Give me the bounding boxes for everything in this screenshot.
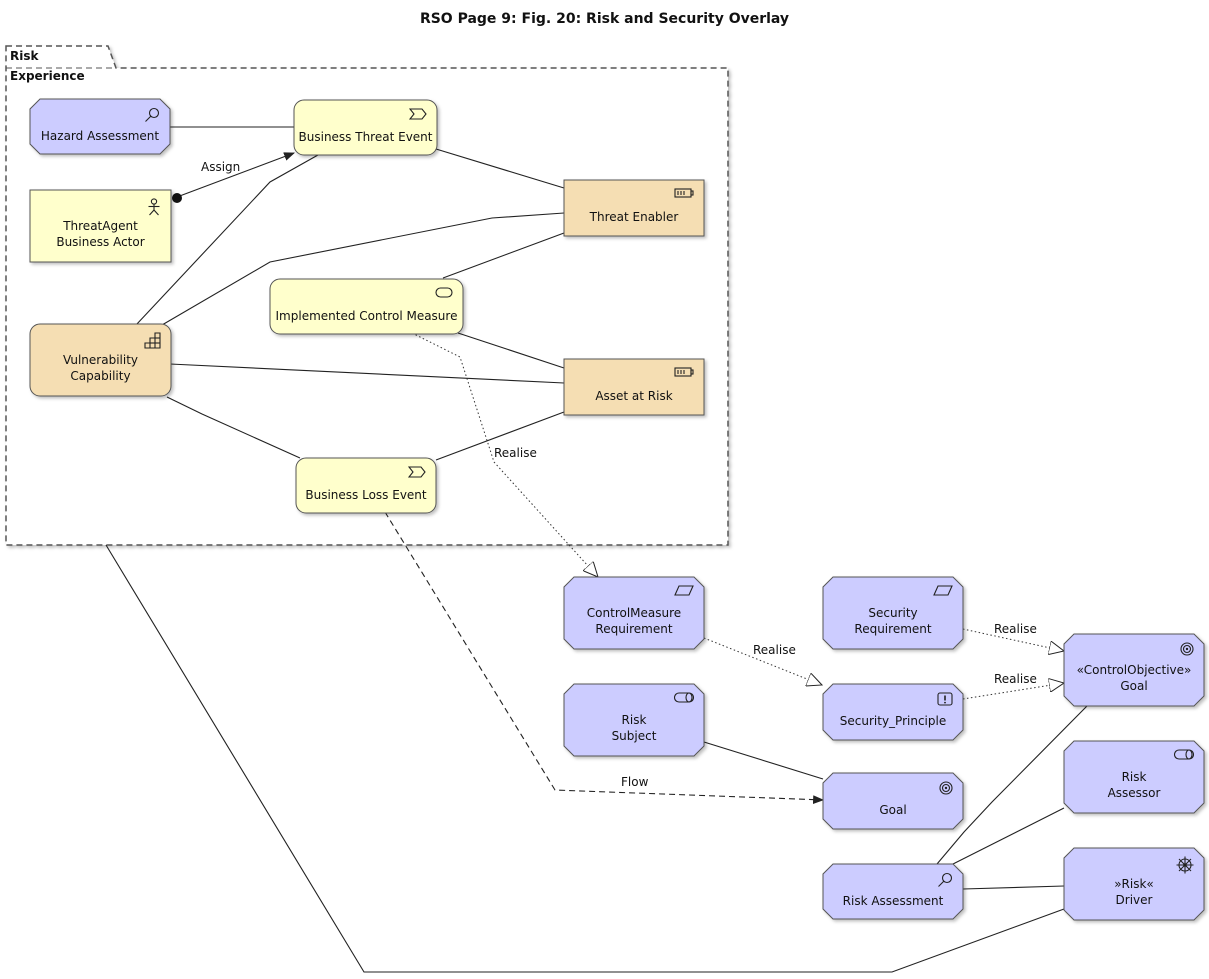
node-asset-at-risk[interactable]: Asset at Risk (564, 359, 704, 415)
edge-assessment-assessor (952, 807, 1065, 865)
edge-label-realise: Realise (494, 446, 537, 460)
node-label: Security Requirement (854, 606, 932, 636)
node-control-objective-goal[interactable]: «ControlObjective» Goal (1064, 634, 1204, 706)
actor-icon (147, 198, 161, 219)
node-label: Security_Principle (839, 714, 947, 728)
edge-realise-secreq (962, 628, 1064, 651)
node-goal-shape (822, 772, 964, 830)
role-icon (1173, 749, 1195, 763)
edge-realise-principle (703, 637, 822, 685)
node-risk-subject-shape (563, 683, 705, 757)
node-label: ThreatAgent Business Actor (56, 219, 145, 249)
principle-icon (937, 692, 953, 709)
edge-package-driver (105, 544, 1065, 973)
node-implemented-control-measure-shape (269, 278, 464, 335)
requirement-icon (933, 585, 953, 599)
node-goal[interactable]: Goal (823, 773, 963, 829)
magnifier-icon (937, 872, 953, 891)
capability-icon (144, 332, 161, 352)
association-lines (105, 126, 1088, 973)
event-icon (408, 108, 427, 123)
node-risk-assessor[interactable]: Risk Assessor (1064, 741, 1204, 813)
node-label: Implemented Control Measure (275, 308, 458, 323)
service-icon (435, 287, 453, 301)
node-label: «ControlObjective» Goal (1076, 663, 1192, 693)
edge-threat-enabler (435, 148, 565, 189)
node-label: Asset at Risk (595, 389, 673, 403)
node-label: Business Threat Event (298, 129, 433, 144)
node-label: Risk Subject (611, 713, 657, 743)
magnifier-icon (144, 107, 160, 126)
node-threat-agent-shape (29, 189, 172, 263)
node-risk-assessment-shape (822, 863, 964, 920)
node-label: Goal (879, 803, 907, 817)
edge-label-realise: Realise (994, 672, 1037, 686)
package-name-label: Risk Experience (10, 49, 85, 83)
node-label: Hazard Assessment (40, 128, 160, 143)
node-security-principle[interactable]: Security_Principle (823, 684, 963, 740)
driver-icon (1176, 856, 1194, 877)
edge-label-flow: Flow (621, 775, 649, 789)
node-risk-assessment[interactable]: Risk Assessment (823, 864, 963, 919)
edge-realise-control (411, 332, 598, 577)
node-security-principle-shape (822, 683, 964, 741)
edge-vuln-asset (169, 363, 565, 384)
realise-lines (411, 332, 1064, 700)
node-label: Risk Assessment (842, 893, 944, 908)
role-icon (673, 692, 695, 706)
diagram-title: RSO Page 9: Fig. 20: Risk and Security O… (419, 11, 790, 27)
node-security-requirement-shape (822, 576, 964, 650)
edge-label-assign: Assign (201, 160, 241, 174)
node-business-loss-event[interactable]: Business Loss Event (296, 458, 436, 513)
node-risk-subject[interactable]: Risk Subject (564, 684, 704, 756)
node-business-threat-event-shape (293, 99, 438, 156)
node-label: Vulnerability Capability (62, 353, 139, 383)
resource-icon (674, 367, 694, 380)
edge-control-enabler (442, 232, 565, 279)
event-icon (407, 466, 426, 481)
resource-icon (674, 188, 694, 201)
edge-label-realise: Realise (994, 622, 1037, 636)
edge-assign (172, 152, 296, 203)
node-label: Risk Assessor (1107, 770, 1161, 800)
edge-flow (384, 511, 825, 805)
node-controlmeasure-requirement-shape (563, 576, 705, 650)
node-label: Threat Enabler (589, 210, 679, 224)
edge-control-asset (457, 332, 565, 369)
edge-vuln-enabler (161, 212, 565, 326)
edge-assessment-objective (936, 705, 1088, 865)
goal-icon (1180, 642, 1194, 659)
node-hazard-assessment[interactable]: Hazard Assessment (30, 99, 170, 154)
node-risk-assessor-shape (1063, 740, 1205, 814)
node-label: »Risk« Driver (1114, 877, 1154, 907)
node-threat-agent[interactable]: ThreatAgent Business Actor (30, 190, 171, 262)
node-label: ControlMeasure Requirement (586, 606, 682, 636)
edge-label-realise: Realise (753, 643, 796, 657)
goal-icon (939, 781, 953, 798)
node-security-requirement[interactable]: Security Requirement (823, 577, 963, 649)
node-vulnerability-capability-shape (29, 323, 172, 397)
node-hazard-assessment-shape (29, 98, 171, 155)
edge-subject-goal (703, 741, 824, 780)
node-business-loss-event-shape (295, 457, 437, 514)
node-risk-driver[interactable]: »Risk« Driver (1064, 848, 1204, 920)
requirement-icon (674, 585, 694, 599)
node-threat-enabler[interactable]: Threat Enabler (564, 180, 704, 236)
node-shapes (29, 98, 1205, 921)
node-vulnerability-capability[interactable]: Vulnerability Capability (30, 324, 171, 396)
edge-loss-asset (435, 411, 565, 461)
node-controlmeasure-requirement[interactable]: ControlMeasure Requirement (564, 577, 704, 649)
edge-vuln-threat (135, 154, 319, 326)
edge-vuln-loss (166, 396, 301, 459)
node-risk-driver-shape (1063, 847, 1205, 921)
edge-assessment-driver (962, 885, 1065, 890)
node-business-threat-event[interactable]: Business Threat Event (294, 100, 437, 155)
node-implemented-control-measure[interactable]: Implemented Control Measure (270, 279, 463, 334)
node-control-objective-goal-shape (1063, 633, 1205, 707)
node-label: Business Loss Event (305, 487, 427, 502)
edge-realise-secprin (962, 683, 1064, 700)
